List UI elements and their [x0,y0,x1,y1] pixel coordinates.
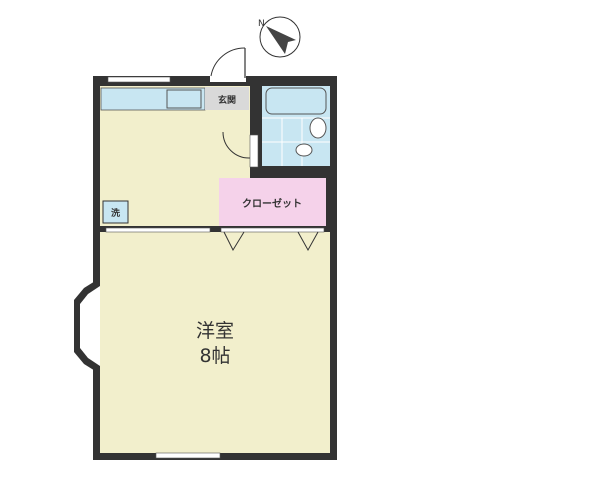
closet-label: クローゼット [242,197,302,210]
western-room-size: 8帖 [199,345,230,367]
western-room [100,232,330,453]
balcony-window [155,452,221,459]
closet [219,178,326,226]
entrance-label: 玄関 [218,94,236,106]
western-room-label: 洋室 [196,320,234,342]
entrance-area [205,87,249,110]
sink [166,89,202,109]
wash-basin [309,117,327,139]
entrance-door-opening [210,76,246,82]
bathroom-door-swing [222,131,251,159]
bay-window [80,286,100,366]
washing-machine-area [102,200,129,224]
svg-text:N: N [258,19,265,29]
washbasin-label: 洗 [111,207,120,219]
bathtub [265,87,327,115]
closet-door-swing [223,231,319,252]
toilet [295,143,313,157]
kitchen-window [107,76,171,83]
entrance-door-swing [210,47,246,77]
north-arrow-icon: N [258,16,301,58]
